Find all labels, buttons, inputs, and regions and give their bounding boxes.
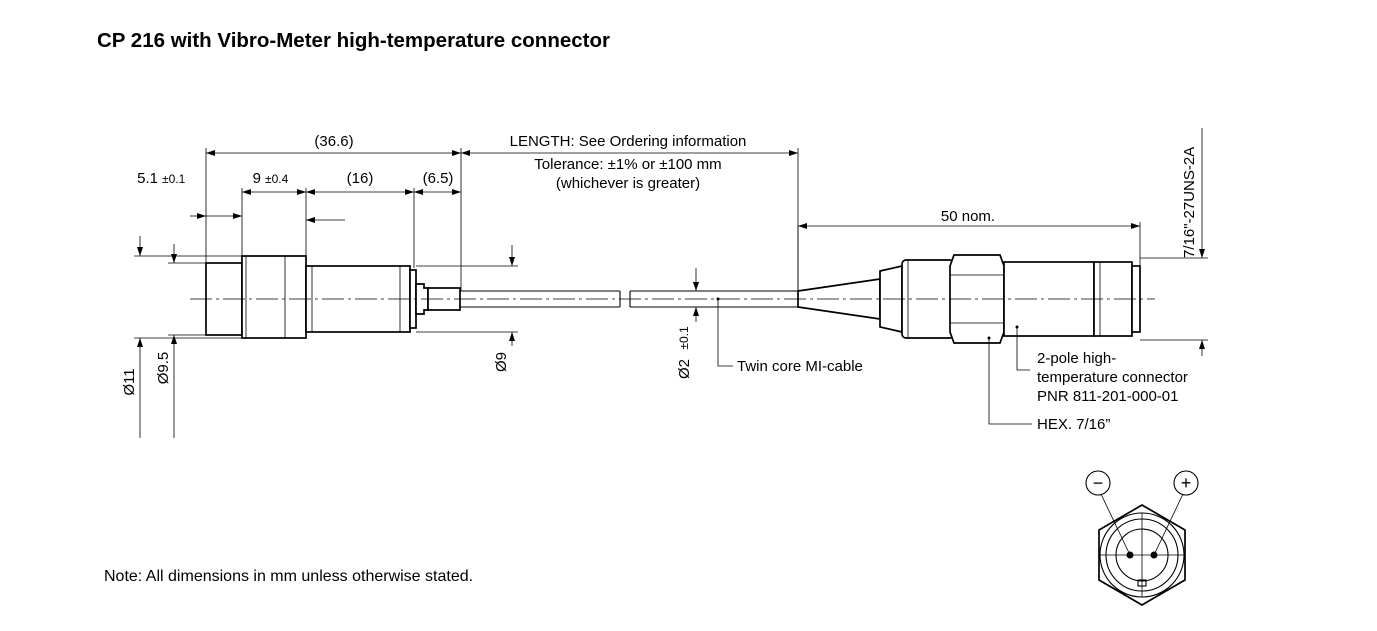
dim-16: (16) <box>347 170 374 187</box>
dim-thread: 7/16"-27UNS-2A <box>1181 147 1198 258</box>
dim-length-label: LENGTH: See Ordering information <box>510 133 747 150</box>
sensor-body <box>205 255 461 339</box>
dim-connector-length: 50 nom. <box>941 208 995 225</box>
dim-9-tol: ±0.4 <box>265 172 289 186</box>
dim-6-5: (6.5) <box>423 170 454 187</box>
dim-5-1-value: 5.1 <box>137 170 158 187</box>
page-title: CP 216 with Vibro-Meter high-temperature… <box>97 29 610 52</box>
dim-overall-sensor: (36.6) <box>314 133 353 150</box>
dimensions-note: Note: All dimensions in mm unless otherw… <box>104 568 474 585</box>
dim-5-1-tol: ±0.1 <box>162 172 186 186</box>
plus-pin-marker <box>1173 470 1199 496</box>
callout-connector-line3: PNR 811-201-000-01 <box>1037 388 1178 405</box>
dim-9-value: 9 <box>253 170 261 187</box>
top-dimensions <box>190 128 1208 356</box>
callout-leaders <box>716 297 1032 425</box>
pin-minus-label: − <box>1093 473 1104 493</box>
dim-dia-9-5: Ø9.5 <box>155 352 172 385</box>
connector-end-view <box>1085 470 1199 606</box>
dim-tolerance-line1: Tolerance: ±1% or ±100 mm <box>534 156 721 173</box>
dim-dia-2-tol: ±0.1 <box>677 326 691 350</box>
callout-connector-line2: temperature connector <box>1037 369 1188 386</box>
callout-cable: Twin core MI-cable <box>737 358 863 375</box>
callout-connector-line1: 2-pole high- <box>1037 350 1116 367</box>
pin-plus-label: + <box>1181 473 1192 493</box>
minus-pin-marker <box>1085 470 1111 496</box>
diameter-dimensions <box>134 236 699 438</box>
dim-dia-11: Ø11 <box>121 368 138 395</box>
dim-tolerance-line2: (whichever is greater) <box>556 175 700 192</box>
dim-dia-9: Ø9 <box>493 352 510 372</box>
dim-dia-2-value: Ø2 <box>676 359 693 379</box>
callout-hex: HEX. 7/16” <box>1037 416 1110 433</box>
